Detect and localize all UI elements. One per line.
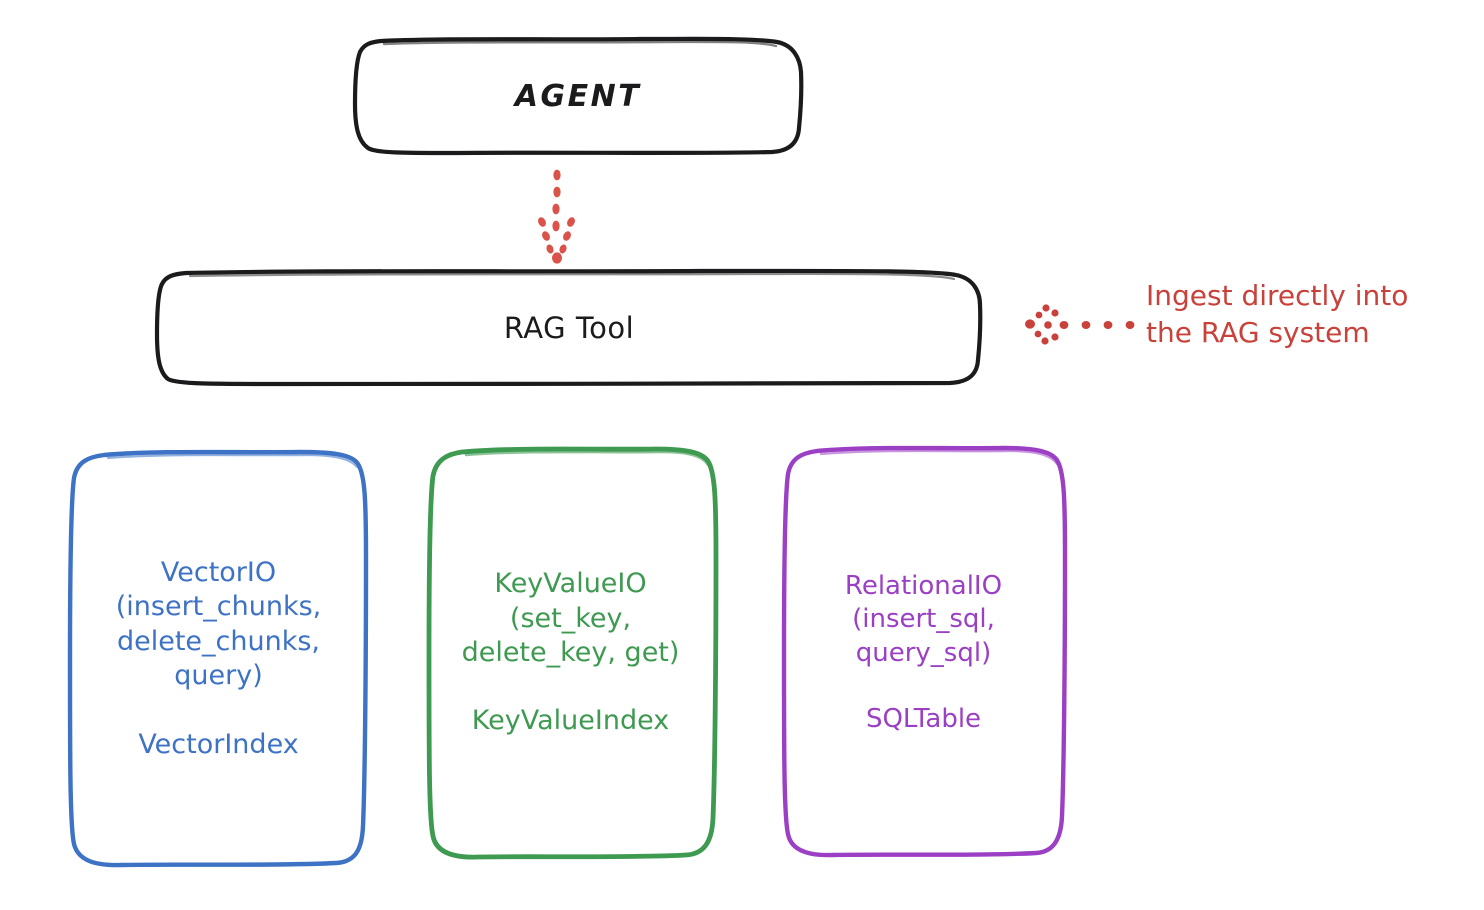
agent-to-rag-connector-icon	[538, 169, 575, 264]
relational-io-node-shape[interactable]	[781, 445, 1068, 858]
ingest-arrow-icon	[1025, 304, 1135, 345]
vector-io-node-shape[interactable]	[67, 449, 369, 868]
rag-tool-node-shape[interactable]	[154, 268, 983, 387]
agent-node-shape[interactable]	[352, 36, 804, 156]
key-value-io-node-shape[interactable]	[426, 446, 719, 860]
